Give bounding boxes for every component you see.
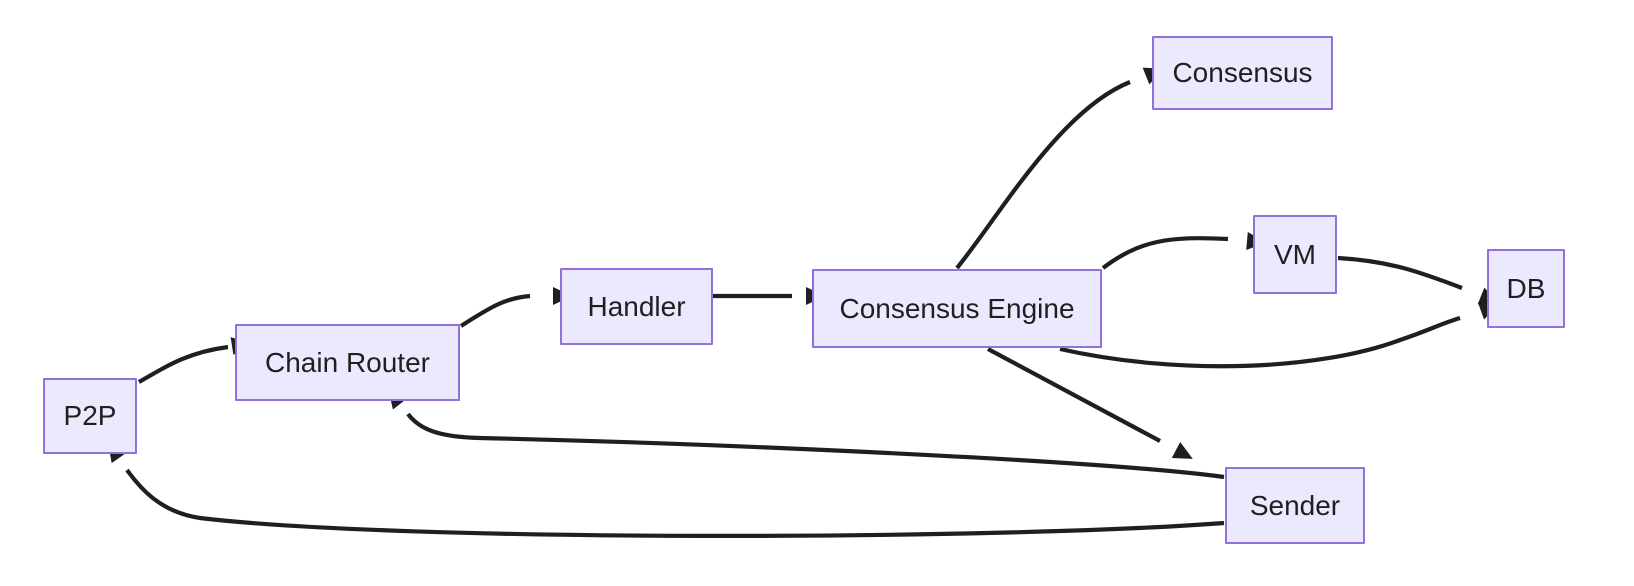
- node-label-chain_router: Chain Router: [265, 346, 430, 378]
- node-label-consensus_engine: Consensus Engine: [839, 292, 1075, 324]
- edge-line: [987, 347, 1161, 443]
- flowchart-edge-consensus_engine-to-consensus: [955, 67, 1164, 270]
- node-consensus[interactable]: Consensus: [1152, 36, 1333, 110]
- flowchart-edge-consensus_engine-to-sender: [987, 347, 1193, 459]
- node-consensus_engine[interactable]: Consensus Engine: [812, 269, 1102, 348]
- edge-line: [1101, 236, 1229, 270]
- node-db[interactable]: DB: [1487, 249, 1565, 328]
- arrow-head-icon: [1171, 442, 1193, 459]
- flowchart-edge-consensus_engine-to-vm: [1101, 232, 1266, 270]
- node-label-p2p: P2P: [63, 400, 117, 431]
- flowchart-edge-sender-to-p2p: [108, 442, 1225, 538]
- edge-line: [137, 344, 229, 384]
- node-sender[interactable]: Sender: [1225, 467, 1365, 544]
- node-label-vm: VM: [1274, 238, 1316, 270]
- node-label-sender: Sender: [1249, 489, 1341, 521]
- node-label-consensus: Consensus: [1172, 57, 1313, 88]
- flowchart-edge-sender-to-chain_router: [388, 389, 1225, 480]
- flowchart-edge-chain_router-to-handler: [459, 287, 572, 328]
- node-label-db: DB: [1506, 272, 1546, 304]
- flowchart-edge-consensus_engine-to-db: [1059, 302, 1499, 369]
- node-p2p[interactable]: P2P: [43, 378, 137, 454]
- node-label-handler: Handler: [587, 290, 686, 322]
- node-vm[interactable]: VM: [1253, 215, 1337, 294]
- flowchart-edge-handler-to-consensus_engine: [713, 287, 825, 305]
- edge-line: [1059, 315, 1461, 369]
- node-handler[interactable]: Handler: [560, 268, 713, 345]
- edge-line: [125, 468, 1225, 538]
- edge-line: [1337, 255, 1463, 290]
- flowchart-edge-vm-to-db: [1337, 255, 1499, 305]
- edge-line: [406, 412, 1225, 480]
- edge-line: [955, 80, 1131, 270]
- node-chain_router[interactable]: Chain Router: [235, 324, 460, 401]
- edge-line: [459, 293, 531, 328]
